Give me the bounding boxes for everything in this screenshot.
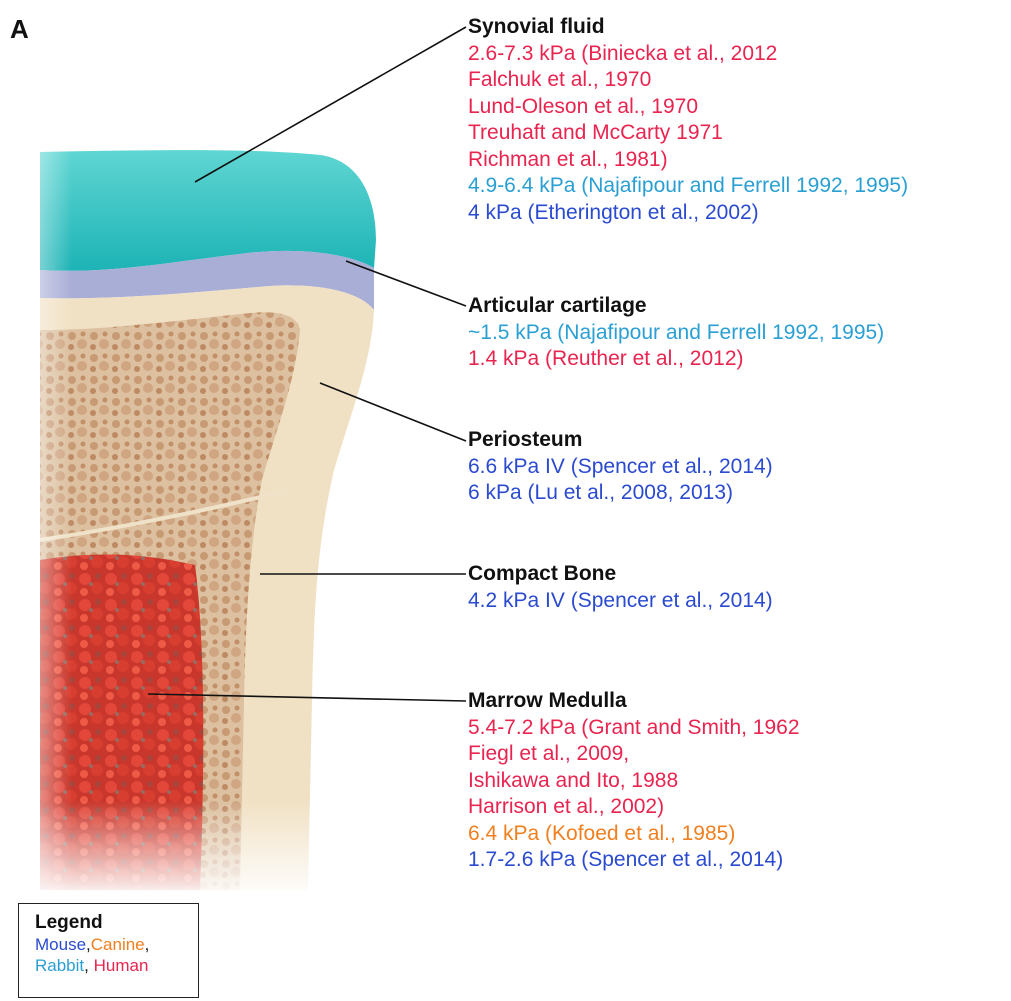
annotation-ref: Ishikawa and Ito, 1988	[468, 768, 800, 795]
annotation-ref: Treuhaft and McCarty 1971	[468, 120, 908, 147]
annotation-ref: Lund-Oleson et al., 1970	[468, 94, 908, 121]
annotation-ref: Fiegl et al., 2009,	[468, 741, 800, 768]
legend-human: Human	[94, 956, 149, 975]
annotation-ref: 6 kPa (Lu et al., 2008, 2013)	[468, 480, 773, 507]
annotation-ref: 4.2 kPa IV (Spencer et al., 2014)	[468, 588, 773, 615]
legend-separator: ,	[84, 956, 93, 975]
legend-line-1: Mouse,Canine,	[35, 934, 198, 955]
annotation-compact-bone: Compact Bone 4.2 kPa IV (Spencer et al.,…	[468, 561, 773, 614]
annotation-title: Articular cartilage	[468, 293, 884, 320]
annotation-periosteum: Periosteum 6.6 kPa IV (Spencer et al., 2…	[468, 427, 773, 507]
annotation-title: Marrow Medulla	[468, 688, 800, 715]
legend-title: Legend	[35, 912, 198, 933]
legend-separator: ,	[145, 935, 150, 954]
annotation-title: Compact Bone	[468, 561, 773, 588]
annotation-ref: 2.6-7.3 kPa (Biniecka et al., 2012	[468, 41, 908, 68]
annotation-ref: Richman et al., 1981)	[468, 147, 908, 174]
legend-mouse: Mouse	[35, 935, 86, 954]
legend-rabbit: Rabbit	[35, 956, 84, 975]
legend-line-2: Rabbit, Human	[35, 955, 198, 976]
annotation-title: Synovial fluid	[468, 14, 908, 41]
panel-label: A	[10, 14, 29, 45]
annotation-marrow-medulla: Marrow Medulla 5.4-7.2 kPa (Grant and Sm…	[468, 688, 800, 874]
annotation-ref: 1.7-2.6 kPa (Spencer et al., 2014)	[468, 847, 800, 874]
annotation-ref: 6.6 kPa IV (Spencer et al., 2014)	[468, 454, 773, 481]
annotation-ref: Harrison et al., 2002)	[468, 794, 800, 821]
annotation-articular-cartilage: Articular cartilage ~1.5 kPa (Najafipour…	[468, 293, 884, 373]
annotation-synovial-fluid: Synovial fluid 2.6-7.3 kPa (Biniecka et …	[468, 14, 908, 226]
annotation-ref: 1.4 kPa (Reuther et al., 2012)	[468, 346, 884, 373]
legend-canine: Canine	[91, 935, 145, 954]
annotation-title: Periosteum	[468, 427, 773, 454]
annotation-ref: 4.9-6.4 kPa (Najafipour and Ferrell 1992…	[468, 173, 908, 200]
legend-box: Legend Mouse,Canine, Rabbit, Human	[18, 903, 199, 998]
annotation-ref: 4 kPa (Etherington et al., 2002)	[468, 200, 908, 227]
annotation-ref: Falchuk et al., 1970	[468, 67, 908, 94]
annotation-ref: 6.4 kPa (Kofoed et al., 1985)	[468, 821, 800, 848]
annotation-ref: ~1.5 kPa (Najafipour and Ferrell 1992, 1…	[468, 320, 884, 347]
annotation-ref: 5.4-7.2 kPa (Grant and Smith, 1962	[468, 715, 800, 742]
